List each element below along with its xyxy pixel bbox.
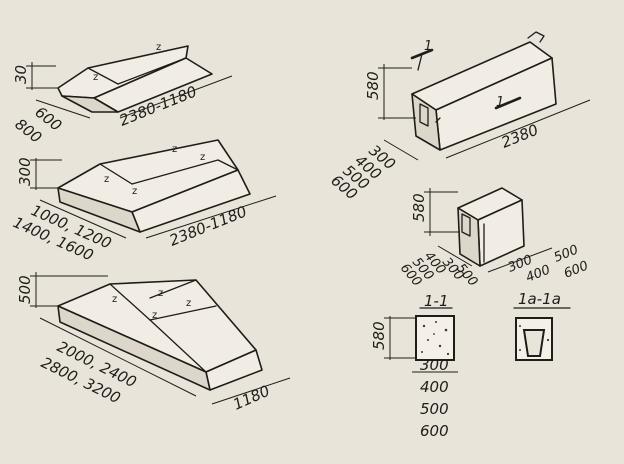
wall-block-1: 1 1 580 300 400 500 600 2380: [327, 31, 591, 203]
slab-2-height-label: 300: [16, 157, 34, 186]
slab-2-edge: [217, 159, 239, 171]
concrete-dot: [422, 324, 426, 328]
block-1-width-dim: [383, 139, 419, 161]
section-1-1-w3: 500: [420, 400, 449, 418]
slab-2-end: [57, 187, 141, 233]
slab-3-length-dim: [211, 377, 291, 405]
section-1-1-w2: 400: [420, 378, 449, 396]
concrete-dot: [421, 351, 423, 353]
section-cut-arrow: [417, 53, 423, 71]
slab-1-height-label: 30: [12, 65, 30, 84]
section-1a-1a: 1a-1a: [513, 290, 571, 361]
block-2-slot: [461, 213, 471, 237]
slab-2-width-dim: [39, 199, 127, 239]
slab-2-length-dim: [145, 195, 277, 239]
slab-3-width-dim: [39, 317, 197, 397]
slab-1-loop-mark-1: z: [93, 72, 98, 83]
section-1-1-w1: 300: [420, 356, 449, 374]
block-2-right-dim: [487, 247, 553, 273]
slab-3-edge: [109, 283, 151, 321]
slab-2-edge: [131, 159, 219, 185]
slab-2-loop-mark-2: z: [132, 186, 137, 197]
slab-3-loop-mark-1: z: [112, 294, 117, 305]
slab-3: z z z z 500 2000, 2400 2800, 3200 1180: [16, 272, 291, 414]
slab-2-edge: [99, 163, 133, 185]
block-1-length-dim: [445, 99, 591, 159]
block-1-slot: [419, 103, 429, 127]
concrete-dot: [433, 333, 435, 335]
block-2-end: [457, 207, 481, 267]
section-mark-left: 1: [424, 39, 432, 54]
slab-1-ridge: [87, 67, 119, 85]
section-1-1: 1-1 580 300 400 500 600: [370, 292, 458, 440]
slab-1-length-dim: [119, 75, 233, 119]
concrete-dot: [546, 338, 550, 342]
slab-3-length-label: 1180: [230, 382, 272, 414]
section-1a-1a-outline: [515, 317, 553, 361]
block-1-height-label: 580: [364, 71, 382, 100]
concrete-dot: [438, 344, 442, 348]
slab-3-edge: [149, 305, 217, 321]
slab-2: z z z z 300 1000, 1200 1400, 1600 2380-1…: [10, 139, 277, 265]
slab-2-loop-mark-1: z: [104, 174, 109, 185]
slab-1: z z 30 600 800 2380-1180: [12, 42, 233, 147]
slab-1-loop-mark-2: z: [156, 42, 161, 53]
wall-block-2: 580 300 400 500 600 500 300 400 500 600: [397, 187, 591, 290]
block-1-length-label: 2380: [499, 121, 541, 152]
block-1-edge: [435, 117, 441, 123]
slab-3-edge: [149, 279, 197, 299]
slab-1-end: [61, 95, 119, 113]
section-1-1-title: 1-1: [424, 292, 449, 310]
slab-3-height-label: 500: [16, 275, 34, 304]
slab-3-edge: [149, 319, 207, 373]
slab-2-loop-mark-4: z: [200, 152, 205, 163]
concrete-dot: [519, 325, 521, 327]
slab-3-long-side: [57, 305, 211, 391]
concrete-dot: [427, 339, 429, 341]
block-1-end: [411, 93, 441, 151]
slab-1-ridge-2: [117, 57, 187, 85]
concrete-dot: [444, 328, 448, 332]
slab-2-loop-mark-3: z: [172, 144, 177, 155]
slab-3-loop-mark-2: z: [158, 288, 163, 299]
concrete-dot: [519, 349, 521, 351]
section-mark-right: 1: [496, 95, 504, 110]
concrete-dot: [435, 321, 437, 323]
section-1-1-w4: 600: [420, 422, 449, 440]
slab-3-loop-mark-3: z: [186, 298, 191, 309]
section-1-1-height-label: 580: [370, 321, 388, 350]
block-2-left-dim: [437, 245, 473, 267]
slab-1-width-dim: [35, 99, 91, 119]
section-1a-1a-title: 1a-1a: [518, 290, 561, 308]
block-2-height-label: 580: [410, 193, 428, 222]
block-1-groove: [527, 31, 545, 43]
section-cut-right: [494, 96, 522, 110]
slab-3-loop-mark-4: z: [152, 310, 157, 321]
concrete-dot: [446, 352, 450, 356]
